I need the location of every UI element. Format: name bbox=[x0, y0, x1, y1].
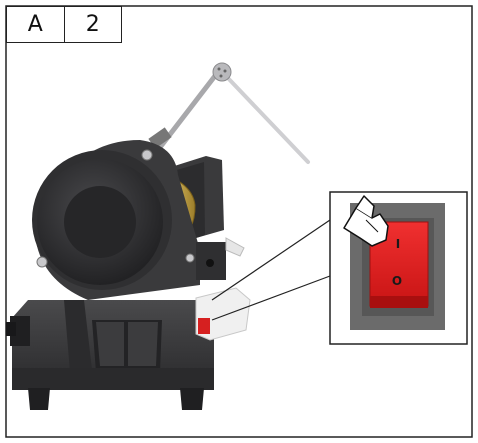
grinder-base bbox=[6, 300, 214, 390]
callout-leader-lines bbox=[211, 219, 331, 321]
switch-callout bbox=[329, 191, 468, 345]
eye-shield-arm bbox=[148, 62, 310, 164]
machine-power-switch bbox=[195, 287, 251, 341]
rubber-feet bbox=[28, 388, 204, 410]
switch-on-symbol: I bbox=[396, 237, 400, 251]
step-letter: A bbox=[27, 12, 43, 37]
step-label: A 2 bbox=[6, 6, 122, 43]
outer-border bbox=[5, 5, 473, 438]
motor-housing bbox=[32, 140, 200, 300]
side-housing bbox=[196, 237, 245, 280]
pointer-hand-icon bbox=[343, 195, 389, 247]
switch-off-symbol: O bbox=[392, 274, 402, 288]
step-number: 2 bbox=[63, 7, 122, 42]
